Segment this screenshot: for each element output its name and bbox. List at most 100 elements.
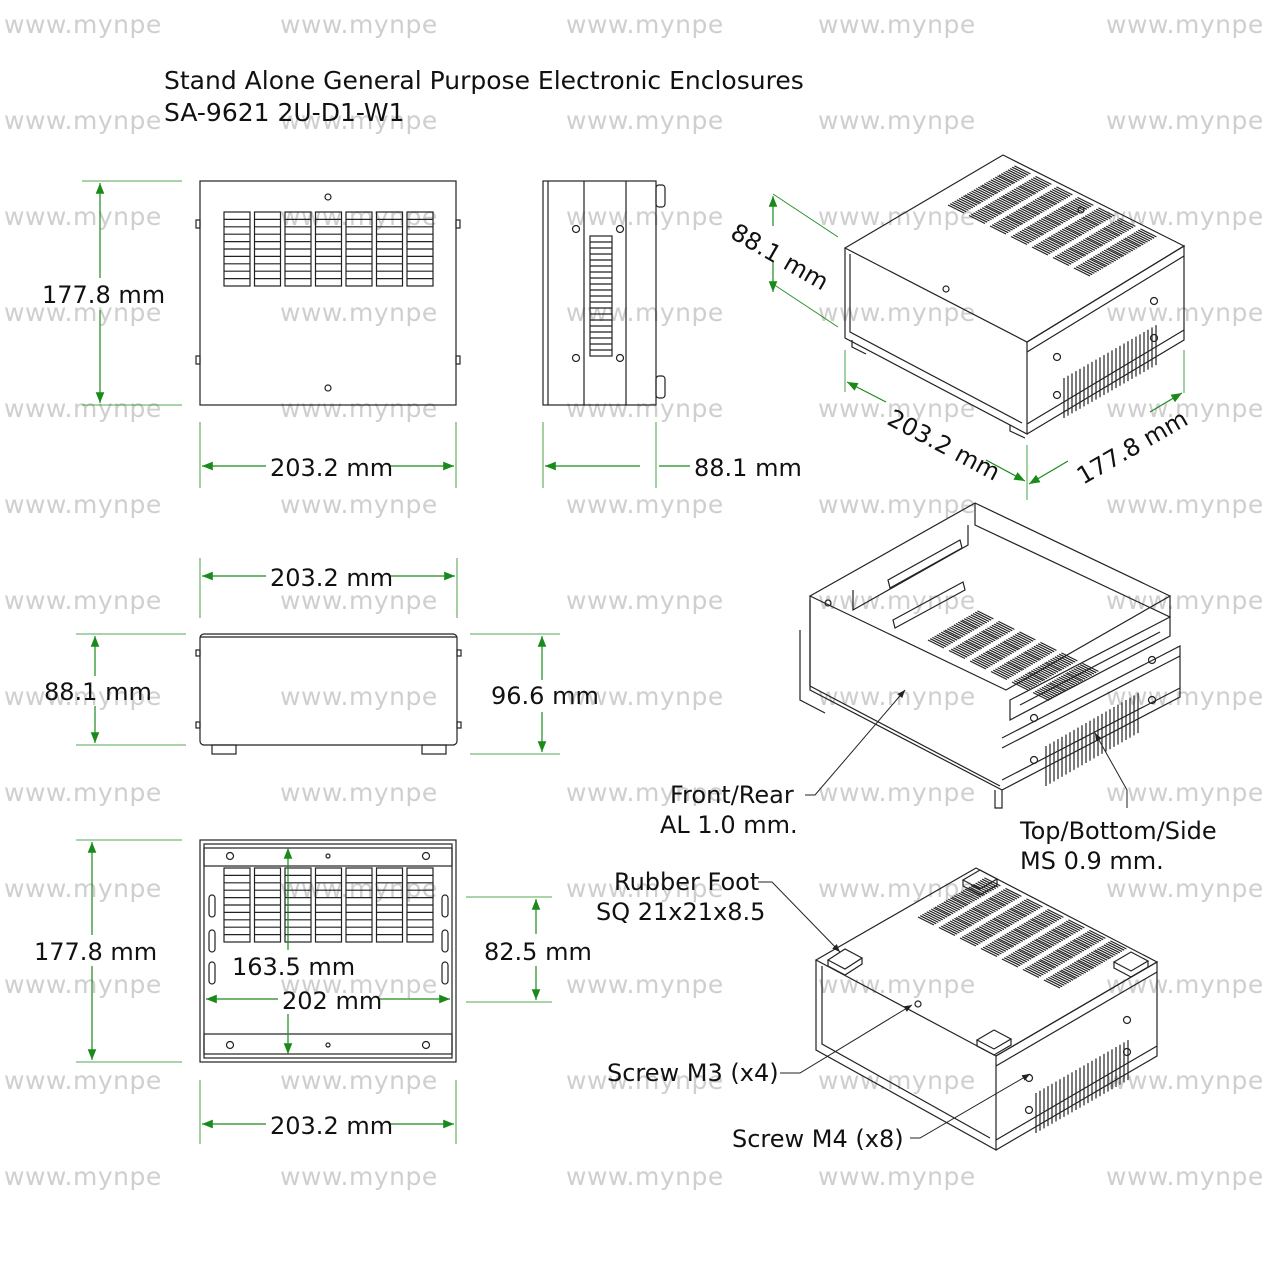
front-view <box>195 633 462 755</box>
iso-top-vents <box>947 165 1157 277</box>
watermark-text: www.mynpe <box>818 1066 976 1095</box>
leader-lines <box>758 689 1128 1139</box>
watermark-text: www.mynpe <box>818 682 976 711</box>
bottom-view <box>199 839 457 1063</box>
iso-bottom-vents <box>917 877 1127 989</box>
watermark-text: www.mynpe <box>4 586 162 615</box>
watermark-text: www.mynpe <box>280 682 438 711</box>
watermark-text: www.mynpe <box>4 298 162 327</box>
side-view-vents <box>590 241 612 351</box>
watermark-text: www.mynpe <box>818 586 976 615</box>
watermark-text: www.mynpe <box>566 10 724 39</box>
watermark-text: www.mynpe <box>4 682 162 711</box>
note-front-rear-line2: AL 1.0 mm. <box>660 811 798 839</box>
iso-view-assembled <box>843 154 1186 439</box>
watermark-text: www.mynpe <box>566 202 724 231</box>
watermark-text: www.mynpe <box>1106 298 1264 327</box>
note-front-rear-material: Front/Rear AL 1.0 mm. <box>660 780 798 840</box>
watermark-text: www.mynpe <box>280 10 438 39</box>
dim-bottom-width: 203.2 mm <box>270 1112 394 1140</box>
watermark-text: www.mynpe <box>4 874 162 903</box>
watermark-text: www.mynpe <box>1106 394 1264 423</box>
watermark-text: www.mynpe <box>1106 202 1264 231</box>
watermark-text: www.mynpe <box>1106 874 1264 903</box>
watermark-text: www.mynpe <box>566 586 724 615</box>
dim-front-height-with-feet: 96.6 mm <box>491 682 599 710</box>
iso-open-vents <box>927 610 1099 702</box>
watermark-text: www.mynpe <box>566 106 724 135</box>
dim-top-view-width: 203.2 mm <box>270 454 394 482</box>
watermark-text: www.mynpe <box>4 10 162 39</box>
watermark-text: www.mynpe <box>818 1162 976 1191</box>
watermark-text: www.mynpe <box>1106 682 1264 711</box>
watermark-text: www.mynpe <box>818 778 976 807</box>
watermark-text: www.mynpe <box>1106 1162 1264 1191</box>
note-rubber-foot-line1: Rubber Foot <box>614 868 760 896</box>
watermark-text: www.mynpe <box>4 1162 162 1191</box>
watermark-text: www.mynpe <box>4 394 162 423</box>
watermark-text: www.mynpe <box>4 490 162 519</box>
watermark-text: www.mynpe <box>566 682 724 711</box>
watermark-text: www.mynpe <box>1106 970 1264 999</box>
watermark-text: www.mynpe <box>280 778 438 807</box>
bottom-view-vents <box>223 867 434 943</box>
watermark-text: www.mynpe <box>1106 10 1264 39</box>
dim-front-height: 88.1 mm <box>44 678 152 706</box>
watermark-text: www.mynpe <box>818 106 976 135</box>
iso-side-vents <box>1063 325 1157 418</box>
note-panels-material: Top/Bottom/Side MS 0.9 mm. <box>1020 816 1217 876</box>
watermark-text: www.mynpe <box>818 874 976 903</box>
note-panels-line1: Top/Bottom/Side <box>1020 817 1217 845</box>
iso-open-side-vents <box>1045 693 1139 786</box>
watermark-text: www.mynpe <box>818 394 976 423</box>
dimension-lines <box>76 180 1185 1144</box>
watermark-text: www.mynpe <box>280 586 438 615</box>
dim-bottom-height: 177.8 mm <box>34 938 158 966</box>
watermark-text: www.mynpe <box>280 202 438 231</box>
watermark-text: www.mynpe <box>1106 778 1264 807</box>
top-view <box>195 180 461 406</box>
watermark-text: www.mynpe <box>818 10 976 39</box>
dim-side-view-depth: 88.1 mm <box>694 454 802 482</box>
dim-top-view-height: 177.8 mm <box>42 281 166 309</box>
side-view <box>542 180 666 406</box>
note-rubber-foot-line2: SQ 21x21x8.5 <box>596 898 766 926</box>
note-screw-m3: Screw M3 (x4) <box>607 1059 779 1087</box>
watermark-text: www.mynpe <box>566 1162 724 1191</box>
watermark-text: www.mynpe <box>566 874 724 903</box>
note-rubber-foot: Rubber Foot SQ 21x21x8.5 <box>596 867 765 927</box>
watermark-text: www.mynpe <box>4 202 162 231</box>
watermark-text: www.mynpe <box>280 1162 438 1191</box>
watermark-text: www.mynpe <box>280 298 438 327</box>
watermark-text: www.mynpe <box>566 970 724 999</box>
dim-bottom-inner-height: 163.5 mm <box>232 953 356 981</box>
watermark-text: www.mynpe <box>280 970 438 999</box>
dim-bottom-side-height: 82.5 mm <box>484 938 592 966</box>
note-screw-m4: Screw M4 (x8) <box>732 1125 904 1153</box>
iso-bottom-side-vents <box>1035 1040 1129 1133</box>
watermark-text: www.mynpe <box>280 490 438 519</box>
watermark-text: www.mynpe <box>4 778 162 807</box>
watermark-text: www.mynpe <box>4 1066 162 1095</box>
watermark-text: www.mynpe <box>818 202 976 231</box>
note-front-rear-line1: Front/Rear <box>670 781 794 809</box>
note-panels-line2: MS 0.9 mm. <box>1020 847 1164 875</box>
watermark-text: www.mynpe <box>566 394 724 423</box>
top-view-vents <box>223 211 434 287</box>
title-line-1: Stand Alone General Purpose Electronic E… <box>164 66 804 95</box>
watermark-text: www.mynpe <box>818 298 976 327</box>
title-line-2: SA-9621 2U-D1-W1 <box>164 98 405 127</box>
watermark-text: www.mynpe <box>818 490 976 519</box>
watermark-text: www.mynpe <box>280 394 438 423</box>
watermark-text: www.mynpe <box>566 778 724 807</box>
watermark-text: www.mynpe <box>4 970 162 999</box>
watermark-text: www.mynpe <box>566 490 724 519</box>
iso-view-open <box>799 502 1181 809</box>
watermark-text: www.mynpe <box>566 298 724 327</box>
watermark-text: www.mynpe <box>4 106 162 135</box>
iso-view-bottom <box>814 867 1159 1152</box>
watermark-text: www.mynpe <box>280 1066 438 1095</box>
watermark-text: www.mynpe <box>280 106 438 135</box>
